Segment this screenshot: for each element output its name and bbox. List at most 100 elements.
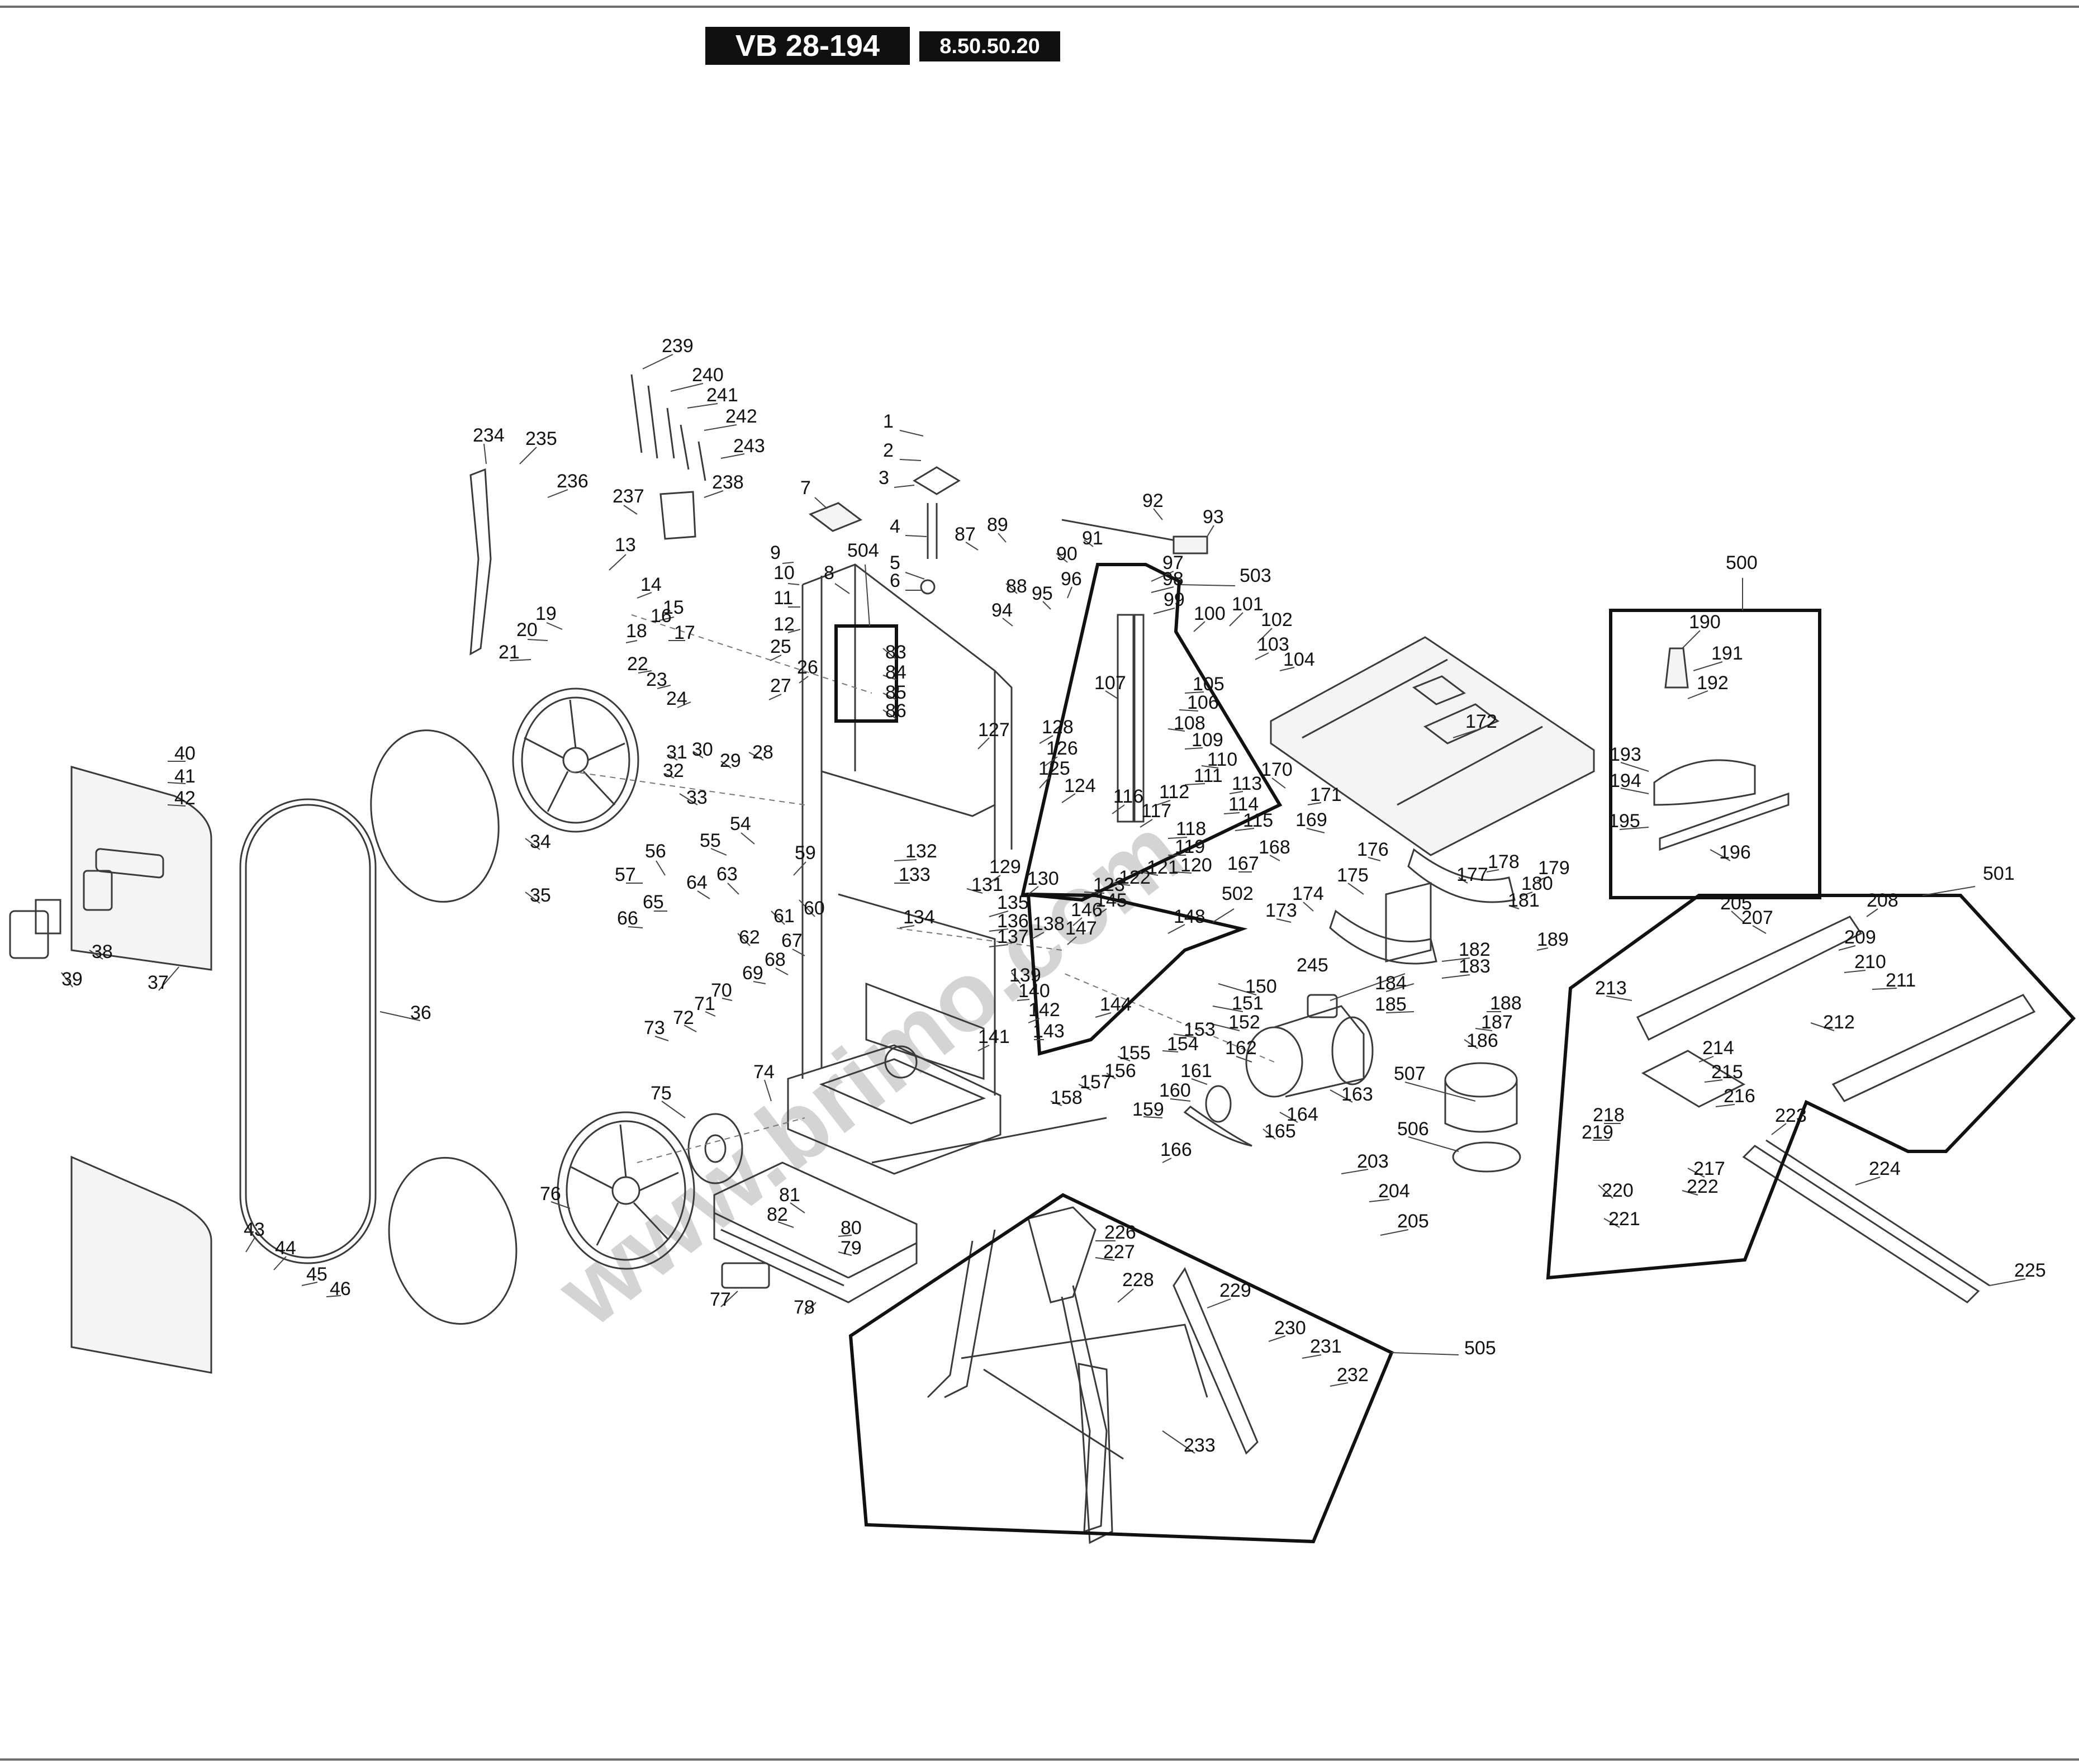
upper-tyre bbox=[370, 729, 500, 903]
part-callout-506: 506 bbox=[1397, 1118, 1429, 1140]
part-callout-217: 217 bbox=[1693, 1158, 1725, 1179]
part-callout-22: 22 bbox=[627, 653, 648, 675]
part-callout-227: 227 bbox=[1103, 1241, 1135, 1263]
part-callout-214: 214 bbox=[1702, 1037, 1734, 1059]
tension-screw bbox=[927, 503, 938, 559]
part-callout-141: 141 bbox=[978, 1026, 1010, 1047]
part-callout-8: 8 bbox=[824, 562, 834, 584]
part-callout-184: 184 bbox=[1375, 973, 1407, 994]
part-callout-97: 97 bbox=[1162, 552, 1184, 573]
part-callout-230: 230 bbox=[1274, 1317, 1306, 1339]
dust-drawer bbox=[713, 1161, 918, 1303]
guide-post bbox=[1117, 614, 1135, 823]
part-callout-59: 59 bbox=[795, 842, 816, 864]
part-callout-229: 229 bbox=[1219, 1280, 1251, 1301]
part-callout-178: 178 bbox=[1488, 851, 1520, 872]
part-callout-131: 131 bbox=[971, 874, 1003, 895]
part-callout-163: 163 bbox=[1341, 1084, 1373, 1105]
part-callout-138: 138 bbox=[1033, 913, 1065, 935]
part-callout-3: 3 bbox=[879, 467, 889, 489]
part-callout-60: 60 bbox=[804, 898, 825, 919]
part-callout-189: 189 bbox=[1537, 929, 1569, 950]
part-callout-70: 70 bbox=[711, 980, 732, 1001]
part-callout-74: 74 bbox=[753, 1061, 775, 1083]
part-callout-133: 133 bbox=[899, 864, 931, 885]
part-callout-231: 231 bbox=[1310, 1336, 1342, 1357]
part-callout-128: 128 bbox=[1042, 717, 1074, 738]
part-callout-104: 104 bbox=[1283, 649, 1315, 670]
part-callout-116: 116 bbox=[1113, 786, 1143, 807]
part-callout-76: 76 bbox=[540, 1183, 561, 1205]
part-callout-168: 168 bbox=[1259, 837, 1290, 858]
part-callout-225: 225 bbox=[2014, 1260, 2046, 1281]
part-callout-219: 219 bbox=[1582, 1122, 1613, 1143]
part-callout-105: 105 bbox=[1193, 674, 1224, 695]
adjust-handle bbox=[1173, 535, 1208, 554]
lower-pulley-hub bbox=[704, 1134, 727, 1163]
part-callout-213: 213 bbox=[1595, 978, 1627, 999]
group-outline-502 bbox=[1026, 892, 1248, 1056]
part-callout-44: 44 bbox=[275, 1237, 296, 1259]
part-callout-208: 208 bbox=[1867, 890, 1898, 911]
saw-frame bbox=[787, 563, 1107, 1175]
part-callout-81: 81 bbox=[779, 1184, 800, 1206]
part-callout-134: 134 bbox=[903, 907, 935, 928]
part-callout-57: 57 bbox=[615, 864, 636, 885]
part-callout-117: 117 bbox=[1141, 800, 1171, 822]
part-callout-232: 232 bbox=[1337, 1364, 1369, 1386]
part-callout-144: 144 bbox=[1100, 994, 1132, 1015]
lower-wheel-cover bbox=[70, 1155, 212, 1374]
group-outline-504 bbox=[834, 624, 898, 723]
part-callout-241: 241 bbox=[706, 385, 738, 406]
part-callout-79: 79 bbox=[841, 1237, 862, 1259]
group-outline-500 bbox=[1609, 609, 1821, 899]
part-callout-107: 107 bbox=[1094, 672, 1126, 694]
part-callout-68: 68 bbox=[765, 949, 786, 970]
part-callout-12: 12 bbox=[773, 614, 795, 635]
part-callout-142: 142 bbox=[1028, 999, 1060, 1021]
part-callout-98: 98 bbox=[1162, 568, 1184, 590]
guide-rack bbox=[1133, 614, 1145, 823]
blade-guard bbox=[469, 468, 492, 656]
part-callout-157: 157 bbox=[1080, 1071, 1112, 1093]
part-callout-159: 159 bbox=[1132, 1099, 1164, 1120]
part-callout-239: 239 bbox=[662, 335, 694, 357]
part-callout-220: 220 bbox=[1602, 1180, 1634, 1201]
guide-rail-edge bbox=[1765, 1139, 1990, 1287]
part-callout-73: 73 bbox=[644, 1017, 665, 1039]
part-callout-209: 209 bbox=[1844, 927, 1876, 948]
part-callout-5: 5 bbox=[890, 552, 900, 573]
part-callout-210: 210 bbox=[1854, 951, 1886, 973]
part-callout-123: 123 bbox=[1093, 874, 1125, 895]
part-callout-95: 95 bbox=[1032, 583, 1053, 604]
part-callout-194: 194 bbox=[1610, 770, 1641, 791]
fence-rail bbox=[1636, 916, 1863, 1041]
saw-blade-inner bbox=[245, 804, 371, 1259]
part-callout-502: 502 bbox=[1222, 883, 1254, 904]
part-callout-29: 29 bbox=[720, 750, 741, 771]
part-callout-30: 30 bbox=[692, 739, 713, 760]
part-callout-238: 238 bbox=[712, 472, 744, 493]
part-callout-234: 234 bbox=[473, 425, 505, 446]
part-callout-167: 167 bbox=[1227, 853, 1259, 874]
table-insert bbox=[1412, 675, 1466, 705]
part-callout-91: 91 bbox=[1082, 528, 1103, 549]
part-callout-112: 112 bbox=[1159, 781, 1189, 803]
lower-trunnion bbox=[1329, 909, 1437, 965]
part-callout-82: 82 bbox=[767, 1204, 788, 1225]
fan-cover-top bbox=[1444, 1062, 1518, 1098]
part-callout-108: 108 bbox=[1174, 713, 1205, 734]
cover-latch bbox=[83, 870, 113, 911]
part-callout-93: 93 bbox=[1203, 506, 1224, 528]
part-callout-37: 37 bbox=[148, 972, 169, 993]
part-callout-503: 503 bbox=[1240, 565, 1271, 586]
part-callout-175: 175 bbox=[1337, 865, 1369, 886]
part-callout-218: 218 bbox=[1593, 1104, 1625, 1126]
group-outline-505 bbox=[848, 1193, 1394, 1544]
part-callout-223: 223 bbox=[1775, 1105, 1807, 1126]
part-callout-1: 1 bbox=[883, 411, 894, 432]
part-callout-185: 185 bbox=[1375, 994, 1407, 1015]
part-callout-102: 102 bbox=[1261, 609, 1293, 630]
part-callout-183: 183 bbox=[1459, 956, 1491, 977]
